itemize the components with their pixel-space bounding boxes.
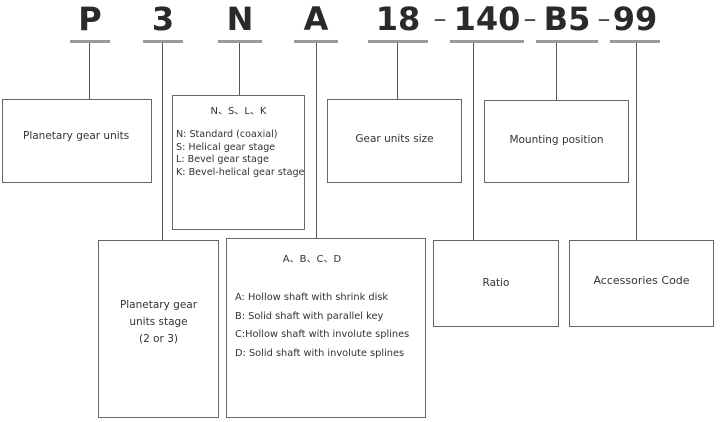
gear-type-k: K: Bevel-helical gear stage bbox=[176, 166, 305, 178]
code-part-a: A bbox=[303, 0, 329, 38]
connector-3 bbox=[162, 43, 163, 240]
code-part-n: N bbox=[226, 0, 254, 38]
shaft-b: B: Solid shaft with parallel key bbox=[235, 310, 384, 322]
code-part-140: 140 bbox=[453, 0, 521, 38]
code-underline-140 bbox=[450, 40, 524, 43]
code-separator-3: – bbox=[597, 4, 611, 34]
gear-type-l: L: Bevel gear stage bbox=[176, 154, 269, 165]
gear-type-n: N: Standard (coaxial) bbox=[176, 129, 278, 140]
connector-99 bbox=[636, 43, 637, 240]
ratio-box: Ratio bbox=[433, 240, 559, 327]
shaft-box: A、B、C、D A: Hollow shaft with shrink disk… bbox=[226, 238, 426, 418]
code-underline-3 bbox=[143, 40, 183, 43]
connector-n bbox=[239, 43, 240, 95]
ratio-label: Ratio bbox=[482, 277, 510, 289]
shaft-header: A、B、C、D bbox=[282, 254, 342, 265]
code-separator-1: – bbox=[433, 4, 447, 34]
connector-p bbox=[89, 43, 90, 99]
shaft-list: A: Hollow shaft with shrink disk B: Soli… bbox=[235, 289, 409, 363]
code-underline-n bbox=[218, 40, 262, 43]
code-part-18: 18 bbox=[375, 0, 421, 38]
shaft-d: D: Solid shaft with involute splines bbox=[235, 347, 405, 359]
planetary-units-box: Planetary gear units bbox=[2, 99, 152, 183]
gear-type-box: N、S、L、K N: Standard (coaxial) S: Helical… bbox=[172, 95, 305, 230]
mounting-box: Mounting position bbox=[484, 100, 629, 183]
code-underline-a bbox=[294, 40, 338, 43]
stage-line-3: (2 or 3) bbox=[139, 333, 178, 345]
stage-line-1: Planetary gear bbox=[119, 299, 198, 311]
gear-type-list: N: Standard (coaxial) S: Helical gear st… bbox=[176, 129, 304, 179]
stage-line-2: units stage bbox=[129, 316, 188, 328]
mounting-label: Mounting position bbox=[509, 134, 604, 146]
connector-18 bbox=[397, 43, 398, 99]
code-part-p: P bbox=[78, 0, 102, 38]
size-box: Gear units size bbox=[327, 99, 462, 183]
stage-box: Planetary gear units stage (2 or 3) bbox=[98, 240, 219, 418]
connector-140 bbox=[473, 43, 474, 240]
code-part-99: 99 bbox=[612, 0, 658, 38]
accessories-label: Accessories Code bbox=[593, 274, 690, 287]
gear-type-header: N、S、L、K bbox=[210, 106, 267, 117]
shaft-c: C:Hollow shaft with involute splines bbox=[235, 329, 410, 340]
shaft-a: A: Hollow shaft with shrink disk bbox=[235, 292, 389, 303]
connector-b5 bbox=[556, 43, 557, 100]
code-underline-18 bbox=[368, 40, 428, 43]
connector-a bbox=[316, 43, 317, 238]
accessories-box: Accessories Code bbox=[569, 240, 714, 327]
code-part-3: 3 bbox=[151, 0, 175, 38]
code-separator-2: – bbox=[523, 4, 537, 34]
code-underline-99 bbox=[610, 40, 660, 43]
size-label: Gear units size bbox=[355, 133, 434, 145]
stage-text: Planetary gear units stage (2 or 3) bbox=[99, 297, 218, 348]
code-part-b5: B5 bbox=[543, 0, 591, 38]
gear-type-s: S: Helical gear stage bbox=[176, 141, 276, 153]
code-underline-b5 bbox=[536, 40, 598, 43]
code-underline-p bbox=[70, 40, 110, 43]
planetary-units-label: Planetary gear units bbox=[23, 130, 130, 142]
